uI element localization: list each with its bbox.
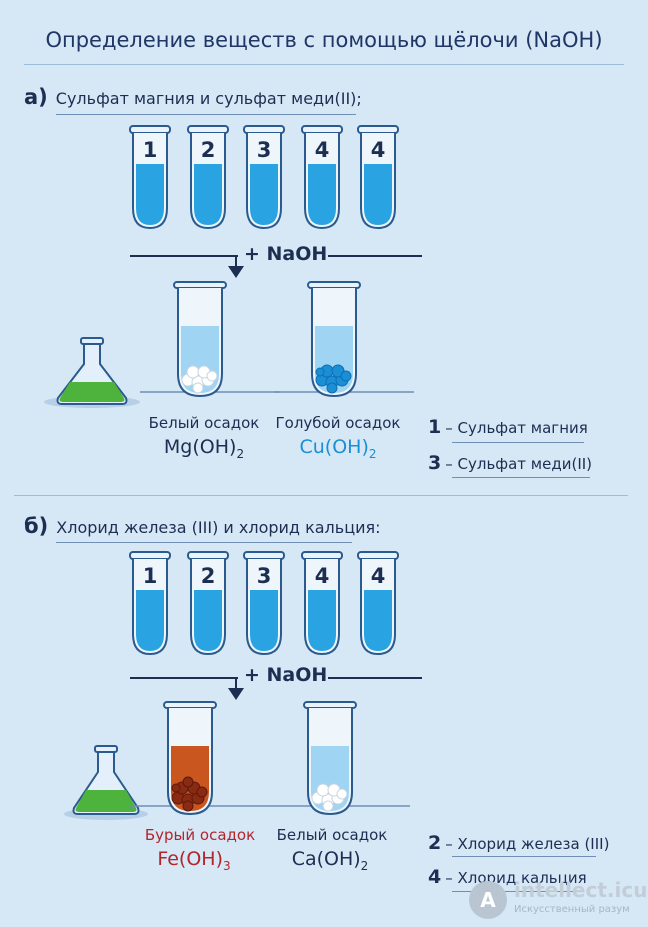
section-b-tube-5: 4 — [356, 550, 400, 662]
flask-icon — [64, 745, 148, 820]
section-b-result-2-caption: Белый осадок — [276, 826, 388, 844]
test-tube-icon — [243, 551, 285, 656]
section-a-underline — [56, 114, 356, 115]
section-b-title: Хлорид железа (III) и хлорид кальция: — [56, 518, 381, 537]
test-tube-icon — [357, 125, 399, 230]
watermark-tagline: Искусственный разум — [514, 904, 630, 915]
section-a-result-2-formula: Cu(OH)2 — [299, 436, 377, 461]
section-b-legend-item-2: 4– Хлорид кальция — [428, 866, 587, 888]
test-tube-icon — [129, 125, 171, 230]
section-divider — [14, 495, 628, 496]
flask-icon — [44, 337, 140, 408]
section-a-legend-2-underline — [452, 477, 590, 478]
section-b-letter: б) — [24, 514, 49, 538]
section-a-reagent-arrow — [130, 255, 422, 278]
section-b-legend-1-underline — [452, 856, 596, 857]
section-a-title: Сульфат магния и сульфат меди(II); — [55, 89, 362, 108]
section-b-tube-2: 2 — [186, 550, 230, 662]
section-a-result-1-caption: Белый осадок — [148, 414, 260, 432]
test-tube-icon — [301, 125, 343, 230]
section-a-tube-5: 4 — [356, 124, 400, 236]
section-b-result-1-formula: Fe(OH)3 — [157, 848, 231, 873]
test-tube-icon — [301, 551, 343, 656]
section-a-tube-1: 1 — [128, 124, 172, 236]
section-a-result-tube-1 — [140, 276, 280, 404]
section-b-tube-3: 3 — [242, 550, 286, 662]
section-a-tube-3: 3 — [242, 124, 286, 236]
section-a-letter: а) — [24, 85, 48, 109]
tube-number-label: 1 — [142, 138, 158, 162]
page-title: Определение веществ с помощью щёлочи (Na… — [45, 28, 603, 52]
section-a-tube-2: 2 — [186, 124, 230, 236]
section-b-tube-4: 4 — [300, 550, 344, 662]
section-a-legend-item-2: 3– Сульфат меди(II) — [428, 452, 593, 474]
section-a-result-1-formula: Mg(OH)2 — [163, 436, 245, 461]
section-a-legend-item-1: 1– Сульфат магния — [428, 416, 588, 438]
section-a-reagent-label: + NaOH — [244, 243, 328, 265]
watermark: A intellect.icu Искусственный разум — [468, 876, 648, 924]
tube-number-label: 4 — [314, 138, 330, 162]
section-b-flask — [62, 744, 152, 828]
section-b-result-2-formula: Ca(OH)2 — [291, 848, 369, 873]
section-b-tube-1: 1 — [128, 550, 172, 662]
title-divider — [24, 64, 624, 65]
section-a-tube-4: 4 — [300, 124, 344, 236]
tube-number-label: 4 — [370, 564, 386, 588]
section-a-flask — [40, 336, 140, 420]
section-b-reagent-label: + NaOH — [244, 664, 328, 686]
tube-number-label: 3 — [256, 564, 272, 588]
test-tube-icon — [357, 551, 399, 656]
section-b-underline — [56, 542, 352, 543]
watermark-logo-icon: A — [469, 881, 507, 919]
test-tube-icon — [270, 701, 410, 816]
section-b-legend-item-1: 2– Хлорид железа (III) — [428, 832, 610, 854]
watermark-name: intellect.icu — [514, 878, 648, 902]
section-a-result-tube-2 — [274, 276, 414, 404]
tube-number-label: 2 — [200, 564, 216, 588]
test-tube-icon — [274, 281, 414, 398]
tube-number-label: 3 — [256, 138, 272, 162]
section-a-heading: а) Сульфат магния и сульфат меди(II); — [24, 85, 362, 109]
section-b-heading: б) Хлорид железа (III) и хлорид кальция: — [24, 514, 381, 538]
tube-number-label: 4 — [314, 564, 330, 588]
test-tube-icon — [130, 701, 270, 816]
test-tube-icon — [187, 551, 229, 656]
section-a-legend-1-underline — [452, 442, 584, 443]
section-b-reagent-arrow — [130, 677, 422, 700]
test-tube-icon — [243, 125, 285, 230]
svg-text:A: A — [480, 888, 496, 912]
section-b-result-1-caption: Бурый осадок — [144, 826, 256, 844]
tube-number-label: 2 — [200, 138, 216, 162]
tube-number-label: 4 — [370, 138, 386, 162]
section-b-result-tube-2 — [270, 696, 410, 824]
test-tube-icon — [129, 551, 171, 656]
section-b-legend-2-underline — [452, 891, 574, 892]
section-b-result-tube-1 — [130, 696, 270, 824]
tube-number-label: 1 — [142, 564, 158, 588]
section-a-result-2-caption: Голубой осадок — [275, 414, 401, 432]
test-tube-icon — [187, 125, 229, 230]
test-tube-icon — [140, 281, 280, 398]
